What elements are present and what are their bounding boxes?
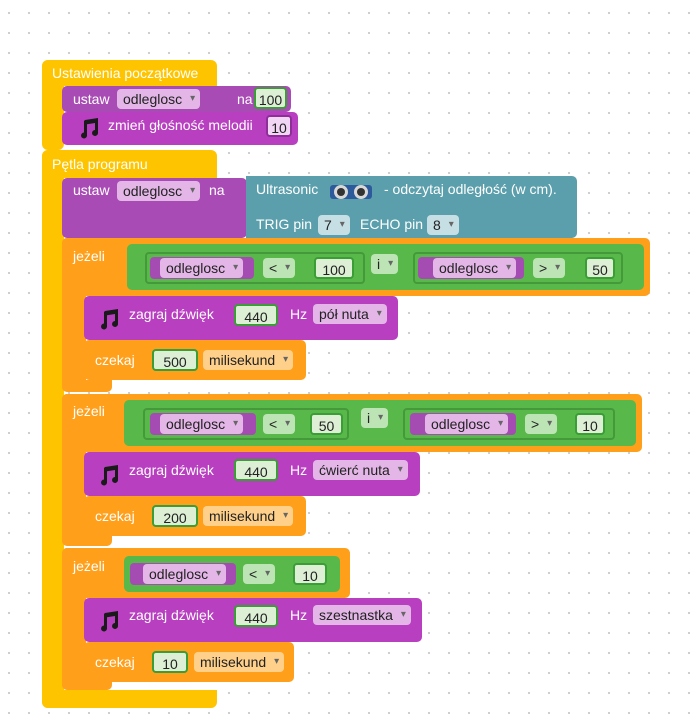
if-label: jeżeli (73, 248, 105, 264)
music-note-icon (78, 117, 100, 139)
note-length-dropdown[interactable]: ćwierć nuta (313, 460, 408, 480)
set-on-label: na (237, 91, 253, 107)
variable-dropdown[interactable]: odleglosc (117, 181, 201, 201)
loop-footer (42, 690, 217, 708)
wait-value-field[interactable]: 200 (152, 505, 198, 527)
operator-dropdown[interactable]: < (263, 258, 296, 278)
play-tone-label: zagraj dźwięk (129, 462, 214, 478)
volume-value-field[interactable]: 10 (266, 115, 292, 137)
wait-value-field[interactable]: 10 (152, 651, 188, 673)
ultrasonic-block[interactable] (246, 176, 577, 238)
if-block-2-footer (62, 534, 112, 546)
trig-label: TRIG pin (256, 216, 313, 232)
wait-label: czekaj (95, 654, 135, 670)
volume-block[interactable] (62, 112, 298, 145)
set-label: ustaw (73, 182, 110, 198)
setup-body-bar (42, 60, 64, 150)
if-label: jeżeli (73, 403, 105, 419)
ultrasonic-action: - odczytaj odległość (w cm). (384, 181, 557, 197)
frequency-field[interactable]: 440 (234, 304, 278, 326)
set-label: ustaw (73, 91, 110, 107)
loop-block[interactable] (42, 150, 217, 178)
operator-dropdown[interactable]: > (525, 414, 558, 434)
if-label: jeżeli (73, 558, 105, 574)
variable-dropdown[interactable]: odleglosc (433, 258, 517, 278)
time-unit-dropdown[interactable]: milisekund (203, 506, 294, 526)
ultrasonic-name: Ultrasonic (256, 181, 319, 197)
music-note-icon (98, 308, 120, 330)
variable-dropdown[interactable]: odleglosc (160, 414, 244, 434)
wait-label: czekaj (95, 508, 135, 524)
loop-title: Pętla programu (52, 156, 148, 172)
hz-label: Hz (290, 462, 308, 478)
time-unit-dropdown[interactable]: milisekund (194, 652, 285, 672)
variable-dropdown[interactable]: odleglosc (143, 564, 227, 584)
trig-pin-dropdown[interactable]: 7 (318, 215, 350, 235)
if-block-2-bar (62, 394, 86, 544)
hz-label: Hz (290, 306, 308, 322)
variable-dropdown[interactable]: odleglosc (117, 89, 201, 109)
loop-body-bar (42, 150, 64, 708)
note-length-dropdown[interactable]: szestnastka (313, 605, 411, 625)
music-note-icon (98, 610, 120, 632)
operator-dropdown[interactable]: < (243, 564, 276, 584)
setup-block[interactable] (42, 60, 217, 86)
hz-label: Hz (290, 607, 308, 623)
setup-value-field[interactable]: 100 (254, 87, 287, 109)
music-note-icon (98, 464, 120, 486)
volume-label: zmień głośność melodii (108, 117, 253, 133)
set-on-label: na (209, 182, 225, 198)
number-field[interactable]: 10 (293, 563, 327, 585)
setup-title: Ustawienia początkowe (52, 65, 199, 81)
number-field[interactable]: 10 (575, 413, 605, 435)
frequency-field[interactable]: 440 (234, 605, 278, 627)
echo-pin-dropdown[interactable]: 8 (427, 215, 459, 235)
operator-dropdown[interactable]: < (263, 414, 296, 434)
if-block-1-bar (62, 238, 86, 390)
play-tone-label: zagraj dźwięk (129, 607, 214, 623)
note-length-dropdown[interactable]: pół nuta (313, 304, 387, 324)
and-dropdown[interactable]: i (371, 254, 399, 274)
wait-value-field[interactable]: 500 (152, 349, 198, 371)
number-field[interactable]: 50 (310, 413, 343, 435)
if-block-1-footer (62, 380, 112, 392)
operator-dropdown[interactable]: > (533, 258, 566, 278)
number-field[interactable]: 50 (585, 257, 615, 279)
ultrasonic-sensor-icon (330, 182, 372, 202)
frequency-field[interactable]: 440 (234, 459, 278, 481)
time-unit-dropdown[interactable]: milisekund (203, 350, 294, 370)
variable-dropdown[interactable]: odleglosc (160, 258, 244, 278)
and-dropdown[interactable]: i (361, 408, 389, 428)
number-field[interactable]: 100 (314, 257, 354, 279)
echo-label: ECHO pin (360, 216, 424, 232)
play-tone-label: zagraj dźwięk (129, 306, 214, 322)
wait-label: czekaj (95, 352, 135, 368)
if-block-3-bar (62, 548, 86, 688)
variable-dropdown[interactable]: odleglosc (425, 414, 509, 434)
